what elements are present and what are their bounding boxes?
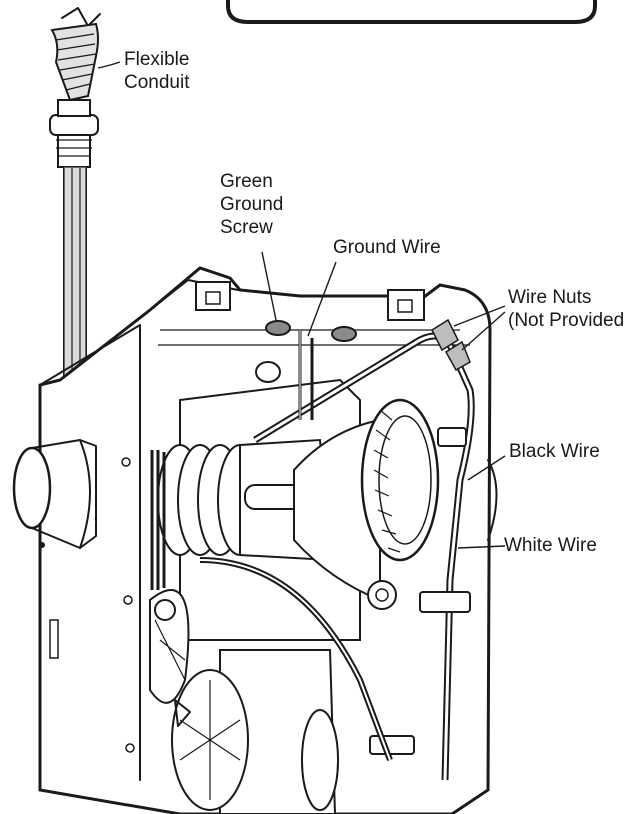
label-green-ground-screw-line3: Screw — [220, 217, 273, 238]
label-green-ground-screw-line2: Ground — [220, 194, 284, 215]
label-black-wire: Black Wire — [509, 441, 600, 462]
leader-wire-nuts-1 — [453, 305, 506, 327]
label-wire-nuts-line1: Wire Nuts — [508, 287, 592, 308]
leader-flexible-conduit — [97, 61, 121, 69]
motor-assembly — [149, 378, 381, 704]
flexible-conduit — [49, 7, 101, 386]
lower-assembly — [171, 649, 339, 814]
wire-bundle — [199, 318, 475, 781]
top-banner — [226, 0, 597, 24]
leader-black-wire — [467, 455, 506, 481]
leader-wire-nuts-2 — [461, 311, 506, 351]
green-ground-screw-drawing — [255, 320, 357, 383]
label-green-ground-screw-line1: Green — [220, 171, 273, 192]
leader-lines — [97, 61, 506, 549]
label-ground-wire: Ground Wire — [333, 237, 441, 258]
label-wire-nuts: Wire Nuts (Not Provided — [508, 286, 624, 332]
leader-green-ground-screw — [261, 251, 277, 321]
label-flexible-conduit-line1: Flexible — [124, 49, 190, 70]
label-green-ground-screw: Green Ground Screw — [220, 170, 283, 239]
label-flexible-conduit-line2: Conduit — [124, 72, 190, 93]
label-flexible-conduit: Flexible Conduit — [124, 48, 190, 94]
leader-white-wire — [457, 545, 506, 549]
label-white-wire: White Wire — [504, 535, 597, 556]
sprocket-chain — [360, 398, 440, 610]
label-wire-nuts-line2: (Not Provided — [508, 310, 625, 331]
leader-ground-wire — [307, 261, 337, 337]
